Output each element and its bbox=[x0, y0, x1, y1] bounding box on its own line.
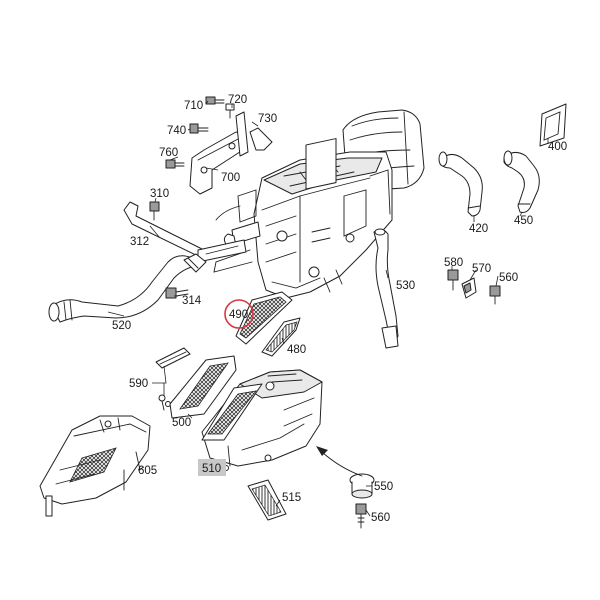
callout-420: 420 bbox=[469, 223, 488, 235]
filter-515 bbox=[247, 479, 287, 521]
callout-312: 312 bbox=[130, 236, 149, 248]
callout-480: 480 bbox=[287, 344, 306, 356]
callout-550: 550 bbox=[374, 481, 393, 493]
bracket-assembly bbox=[165, 96, 273, 195]
leader-lines bbox=[107, 100, 549, 517]
callout-520: 520 bbox=[112, 320, 131, 332]
callout-450: 450 bbox=[514, 215, 533, 227]
callout-720: 720 bbox=[228, 94, 247, 106]
callout-580: 580 bbox=[444, 257, 463, 269]
callout-560-bottom: 560 bbox=[371, 512, 390, 524]
frame-605 bbox=[39, 415, 151, 517]
callout-400: 400 bbox=[548, 141, 567, 153]
hose-520 bbox=[48, 253, 207, 323]
bracket-312 bbox=[123, 201, 247, 263]
clip-570 bbox=[461, 277, 477, 299]
direction-arrow-icon bbox=[316, 446, 363, 477]
callout-530: 530 bbox=[396, 280, 415, 292]
hose-420 bbox=[438, 151, 483, 217]
screw-760-icon bbox=[165, 159, 185, 169]
screw-560-top-icon bbox=[489, 285, 501, 305]
housing-510 bbox=[201, 369, 323, 471]
screw-740-icon bbox=[189, 123, 209, 134]
callout-510: 510 bbox=[202, 463, 221, 475]
callout-730: 730 bbox=[258, 113, 277, 125]
callout-314: 314 bbox=[182, 295, 202, 307]
label-box-510 bbox=[198, 459, 226, 476]
callout-570: 570 bbox=[472, 263, 491, 275]
hvac-housing bbox=[213, 109, 425, 299]
callout-500: 500 bbox=[172, 417, 191, 429]
hose-530 bbox=[373, 228, 399, 349]
callout-740: 740 bbox=[167, 125, 186, 137]
callout-590: 590 bbox=[129, 378, 148, 390]
bolt-310-icon bbox=[149, 201, 160, 221]
callout-760: 760 bbox=[159, 147, 178, 159]
callout-490: 490 bbox=[229, 309, 248, 321]
clip-590-icon bbox=[158, 394, 171, 411]
seal-400 bbox=[539, 103, 567, 147]
strip-590 bbox=[155, 347, 191, 369]
highlight-ring bbox=[224, 299, 254, 329]
callout-labels: 710 720 730 740 760 700 310 312 314 520 … bbox=[112, 94, 567, 524]
callout-515: 515 bbox=[282, 492, 301, 504]
screw-720-icon bbox=[225, 103, 235, 119]
screw-710-icon bbox=[205, 96, 225, 105]
filter-500 bbox=[169, 355, 237, 419]
callout-710: 710 bbox=[184, 100, 203, 112]
callout-560-top: 560 bbox=[499, 272, 518, 284]
filter-480 bbox=[261, 317, 301, 357]
nut-580-icon bbox=[447, 269, 459, 291]
callout-605: 605 bbox=[138, 465, 157, 477]
hose-450 bbox=[503, 150, 540, 213]
grommet-550 bbox=[349, 473, 375, 499]
screw-560-bottom-icon bbox=[355, 503, 367, 529]
callout-700: 700 bbox=[221, 172, 240, 184]
callout-310: 310 bbox=[150, 188, 169, 200]
